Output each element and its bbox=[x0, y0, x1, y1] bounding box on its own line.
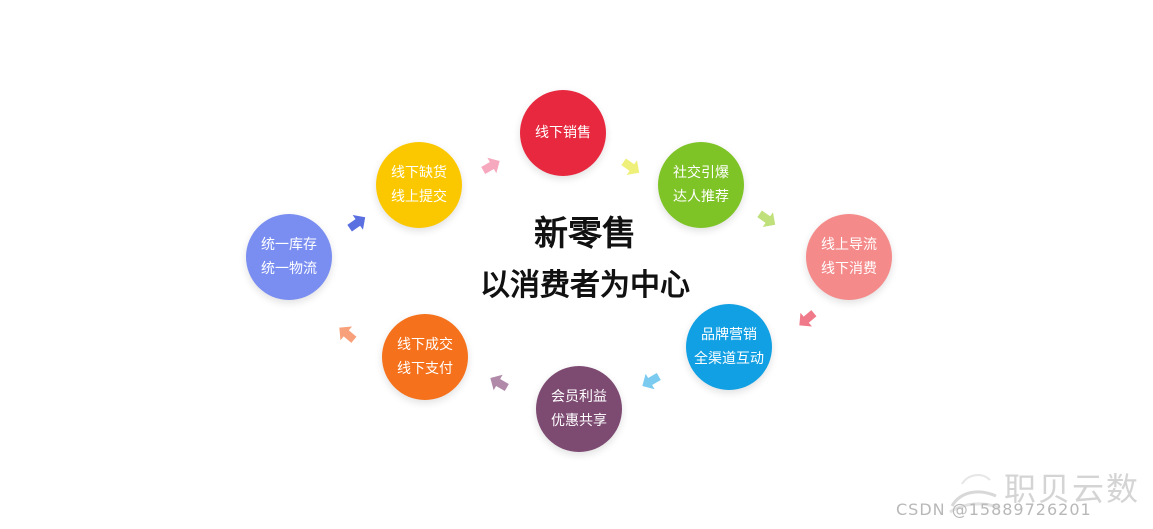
node-member-benefits: 会员利益 优惠共享 bbox=[536, 366, 622, 452]
node-label-line: 优惠共享 bbox=[551, 413, 607, 429]
arrow-7 bbox=[332, 319, 363, 350]
arrow-shape bbox=[339, 326, 357, 343]
node-label-line: 全渠道互动 bbox=[694, 351, 764, 367]
arrow-6 bbox=[484, 368, 514, 398]
node-label-line: 达人推荐 bbox=[673, 189, 729, 205]
node-offline-sales: 线下销售 bbox=[520, 90, 606, 176]
arrow-3 bbox=[752, 204, 783, 235]
node-label-line: 线上提交 bbox=[391, 189, 447, 205]
arrow-4 bbox=[792, 304, 823, 335]
arrow-5 bbox=[636, 366, 666, 396]
node-label-line: 线下销售 bbox=[535, 125, 591, 141]
node-brand-marketing: 品牌营销 全渠道互动 bbox=[686, 304, 772, 390]
node-label-line: 线下支付 bbox=[397, 361, 453, 377]
arrow-shape bbox=[481, 157, 500, 174]
node-unified-inventory: 统一库存 统一物流 bbox=[246, 214, 332, 300]
node-label-line: 线下缺货 bbox=[391, 165, 447, 181]
center-title: 新零售 以消费者为中心 bbox=[470, 210, 700, 314]
node-label-line: 社交引爆 bbox=[673, 165, 729, 181]
node-offline-deal: 线下成交 线下支付 bbox=[382, 314, 468, 400]
arrow-2 bbox=[616, 152, 647, 183]
brand-logo-icon bbox=[949, 474, 1001, 514]
arrow-shape bbox=[799, 310, 817, 327]
arrow-shape bbox=[642, 373, 661, 390]
watermark-id: CSDN @15889726201 bbox=[896, 500, 1092, 519]
node-social-traffic: 社交引爆 达人推荐 bbox=[658, 142, 744, 228]
node-label-line: 统一物流 bbox=[261, 261, 317, 277]
watermark-brand: 职贝云数 bbox=[1004, 470, 1141, 508]
center-title-line1: 新零售 bbox=[534, 214, 636, 254]
arrow-shape bbox=[347, 215, 366, 232]
arrow-shape bbox=[621, 158, 640, 175]
node-label-line: 会员利益 bbox=[551, 389, 607, 405]
arrow-8 bbox=[342, 208, 373, 239]
arrow-shape bbox=[490, 374, 509, 391]
node-label-line: 统一库存 bbox=[261, 237, 317, 253]
node-label-line: 线上导流 bbox=[821, 237, 877, 253]
node-label-line: 线下消费 bbox=[821, 261, 877, 277]
node-online-guide: 线上导流 线下消费 bbox=[806, 214, 892, 300]
arrow-shape bbox=[757, 210, 776, 227]
node-label-line: 品牌营销 bbox=[701, 327, 757, 343]
center-title-line2: 以消费者为中心 bbox=[480, 268, 690, 303]
arrow-1 bbox=[476, 151, 506, 181]
node-label-line: 线下成交 bbox=[397, 337, 453, 353]
node-offline-shortage: 线下缺货 线上提交 bbox=[376, 142, 462, 228]
